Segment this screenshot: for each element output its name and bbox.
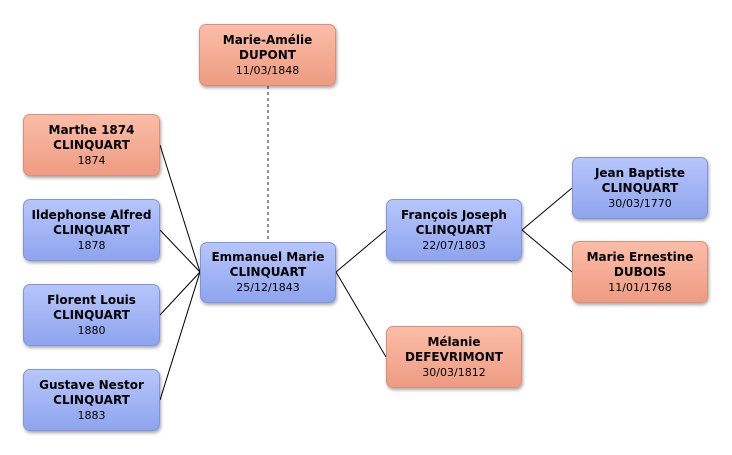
given-name: Marie-Amélie (222, 32, 313, 47)
given-name: Florent Louis (47, 292, 136, 307)
surname: CLINQUART (53, 137, 130, 152)
surname: CLINQUART (415, 222, 493, 237)
grandmother-link (521, 229, 573, 273)
birth-date: 1878 (77, 238, 106, 252)
person-spouse[interactable]: Marie-Amélie DUPONT 11/03/1848 (199, 24, 336, 86)
child-link-4 (159, 271, 201, 401)
birth-date: 30/03/1812 (422, 365, 486, 379)
person-root[interactable]: Emmanuel Marie CLINQUART 25/12/1843 (200, 242, 336, 303)
child-link-1 (159, 144, 201, 273)
mother-link (335, 271, 387, 358)
given-name: Mélanie (427, 334, 481, 349)
surname: CLINQUART (229, 265, 307, 279)
given-name: Jean Baptiste (594, 165, 686, 180)
birth-date: 1874 (77, 153, 106, 167)
person-child-3[interactable]: Florent Louis CLINQUART 1880 (23, 284, 160, 346)
person-mother[interactable]: Mélanie DEFEVRIMONT 30/03/1812 (386, 326, 522, 388)
given-name: Marthe 1874 (48, 122, 135, 137)
birth-date: 30/03/1770 (608, 196, 672, 210)
birth-date: 22/07/1803 (422, 238, 486, 252)
person-father[interactable]: François Joseph CLINQUART 22/07/1803 (386, 199, 522, 261)
given-name: Gustave Nestor (39, 377, 144, 392)
surname: DUBOIS (613, 264, 667, 279)
birth-date: 11/03/1848 (235, 63, 300, 77)
surname: CLINQUART (53, 307, 130, 322)
grandfather-link (521, 187, 573, 231)
person-child-4[interactable]: Gustave Nestor CLINQUART 1883 (23, 369, 160, 431)
surname: CLINQUART (53, 222, 130, 237)
surname: DEFEVRIMONT (405, 349, 503, 364)
given-name: François Joseph (401, 207, 507, 222)
father-link (335, 229, 387, 273)
birth-date: 11/01/1768 (608, 280, 672, 294)
person-child-2[interactable]: Ildephonse Alfred CLINQUART 1878 (23, 199, 160, 261)
given-name: Emmanuel Marie (211, 250, 325, 264)
surname: CLINQUART (601, 180, 679, 195)
person-child-1[interactable]: Marthe 1874 CLINQUART 1874 (23, 114, 160, 176)
child-link-2 (159, 229, 201, 273)
person-grandmother[interactable]: Marie Ernestine DUBOIS 11/01/1768 (572, 241, 708, 303)
birth-date: 25/12/1843 (236, 281, 300, 294)
birth-date: 1880 (77, 323, 106, 337)
child-link-3 (159, 271, 201, 316)
surname: DUPONT (239, 47, 296, 62)
surname: CLINQUART (53, 392, 130, 407)
birth-date: 1883 (77, 408, 106, 422)
person-grandfather[interactable]: Jean Baptiste CLINQUART 30/03/1770 (572, 157, 708, 219)
given-name: Marie Ernestine (586, 249, 694, 264)
given-name: Ildephonse Alfred (31, 207, 152, 222)
